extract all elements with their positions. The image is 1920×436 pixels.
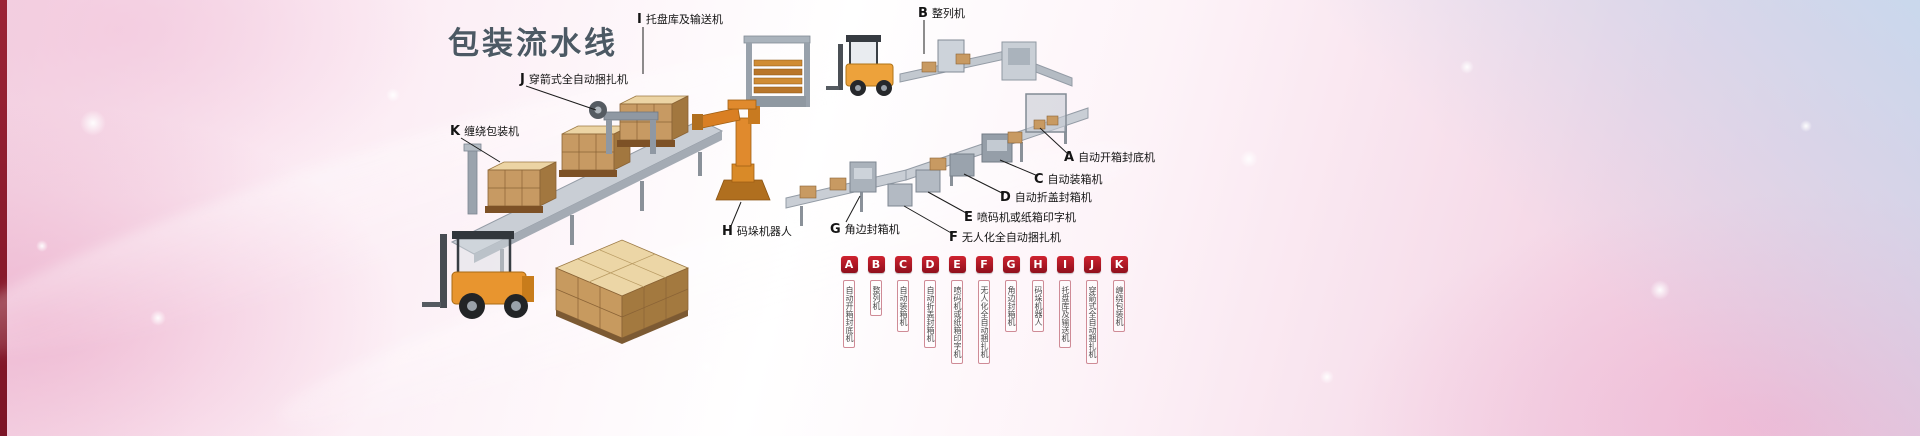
legend-label: 穿箭式全自动捆扎机 bbox=[1086, 280, 1098, 364]
legend-label: 喷码机或纸箱印字机 bbox=[951, 280, 963, 364]
callout-label: 无人化全自动捆扎机 bbox=[961, 231, 1061, 244]
page-title: 包装流水线 bbox=[448, 26, 618, 62]
callout-letter: C bbox=[1034, 172, 1044, 187]
legend-item-e: E 喷码机或纸箱印字机 bbox=[948, 256, 966, 364]
legend-item-b: B 整列机 bbox=[867, 256, 885, 316]
callout-label: 码垛机器人 bbox=[736, 225, 792, 238]
callout-label: 缠绕包装机 bbox=[464, 125, 520, 138]
left-edge-strip bbox=[0, 0, 7, 436]
legend-badge: F bbox=[975, 256, 993, 273]
wrapping-machine bbox=[463, 143, 482, 215]
legend-item-i: I 托盘库及输送机 bbox=[1056, 256, 1074, 348]
legend-label: 整列机 bbox=[870, 280, 882, 316]
forklift-icon bbox=[826, 35, 894, 96]
legend-label: 自动折盖封箱机 bbox=[924, 280, 936, 348]
legend-item-a: A 自动开箱封底机 bbox=[840, 256, 858, 348]
cartons bbox=[799, 53, 1023, 199]
callout-label: 托盘库及输送机 bbox=[645, 13, 723, 26]
callout-letter: F bbox=[949, 230, 958, 245]
pallet-stack bbox=[617, 95, 689, 147]
legend-badge: D bbox=[921, 256, 939, 273]
legend-badge: E bbox=[948, 256, 966, 273]
legend-badge: C bbox=[894, 256, 912, 273]
callout-label: 自动装箱机 bbox=[1047, 173, 1103, 186]
legend-item-d: D 自动折盖封箱机 bbox=[921, 256, 939, 348]
legend-badge: J bbox=[1083, 256, 1101, 273]
strapping-machine bbox=[589, 101, 659, 154]
callout-label: 穿箭式全自动捆扎机 bbox=[528, 73, 628, 86]
legend-label: 无人化全自动捆扎机 bbox=[978, 280, 990, 364]
legend-item-k: K 缠绕包装机 bbox=[1110, 256, 1128, 332]
legend-label: 码垛机器人 bbox=[1032, 280, 1044, 332]
legend: A 自动开箱封底机 B 整列机 C 自动装箱机 D 自动折盖封箱机 E 喷码机或… bbox=[840, 256, 1128, 364]
pallet-stack bbox=[485, 161, 557, 213]
callout-letter: H bbox=[722, 224, 733, 239]
legend-badge: A bbox=[840, 256, 858, 273]
callout-letter: B bbox=[918, 6, 928, 21]
callout-label: 整列机 bbox=[931, 7, 965, 20]
legend-badge: K bbox=[1110, 256, 1128, 273]
callout-label: 自动折盖封箱机 bbox=[1014, 191, 1092, 204]
callout-letter: G bbox=[830, 222, 841, 237]
forklift-icon bbox=[422, 231, 534, 319]
legend-item-c: C 自动装箱机 bbox=[894, 256, 912, 332]
callout-letter: D bbox=[1000, 190, 1011, 205]
palletizing-robot bbox=[692, 99, 771, 201]
legend-badge: G bbox=[1002, 256, 1020, 273]
callout-label: 喷码机或纸箱印字机 bbox=[976, 211, 1076, 224]
callout-letter: J bbox=[520, 72, 525, 87]
callout-letter: I bbox=[637, 12, 642, 27]
legend-label: 角边封箱机 bbox=[1005, 280, 1017, 332]
legend-badge: H bbox=[1029, 256, 1047, 273]
legend-label: 自动装箱机 bbox=[897, 280, 909, 332]
callout-letter: E bbox=[964, 210, 973, 225]
callout-label: 自动开箱封底机 bbox=[1078, 151, 1156, 164]
callout-label: 角边封箱机 bbox=[844, 223, 900, 236]
line-machines bbox=[849, 39, 1067, 207]
pallet-magazine bbox=[743, 35, 811, 107]
legend-item-h: H 码垛机器人 bbox=[1029, 256, 1047, 332]
callout-lines bbox=[460, 20, 1069, 235]
legend-badge: I bbox=[1056, 256, 1074, 273]
callout-letter: K bbox=[450, 124, 461, 139]
legend-item-f: F 无人化全自动捆扎机 bbox=[975, 256, 993, 364]
box-pile bbox=[554, 239, 690, 344]
legend-label: 托盘库及输送机 bbox=[1059, 280, 1071, 348]
legend-label: 自动开箱封底机 bbox=[843, 280, 855, 348]
legend-badge: B bbox=[867, 256, 885, 273]
callout-letter: A bbox=[1064, 150, 1075, 165]
legend-label: 缠绕包装机 bbox=[1113, 280, 1125, 332]
legend-item-j: J 穿箭式全自动捆扎机 bbox=[1083, 256, 1101, 364]
legend-item-g: G 角边封箱机 bbox=[1002, 256, 1020, 332]
